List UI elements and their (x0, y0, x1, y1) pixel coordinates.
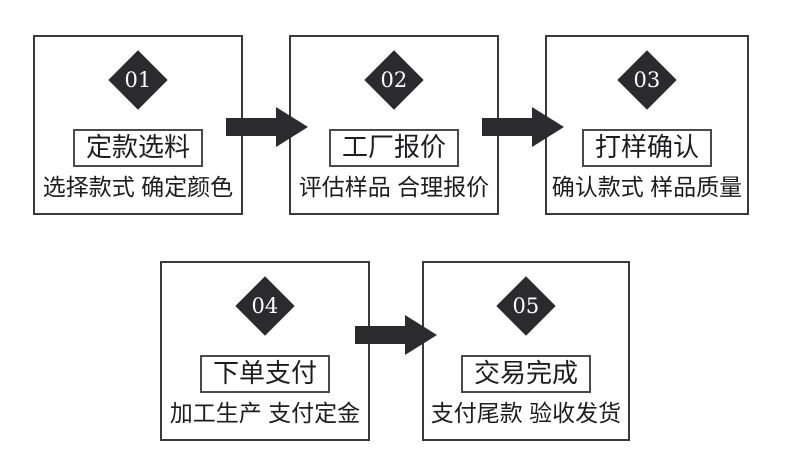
arrow-step-04-to-05 (355, 313, 437, 357)
step-box-01[interactable]: 01 定款选料 选择款式 确定颜色 (33, 35, 243, 215)
step-number-badge-02: 02 (364, 50, 424, 110)
step-number-label: 03 (633, 67, 661, 92)
arrow-step-02-to-03 (482, 105, 564, 149)
step-subtitle-03: 确认款式 样品质量 (551, 174, 743, 200)
step-subtitle-05: 支付尾款 验收发货 (430, 400, 622, 426)
step-title-container-05: 交易完成 (424, 355, 628, 394)
step-box-02[interactable]: 02 工厂报价 评估样品 合理报价 (289, 35, 499, 215)
step-title-01: 定款选料 (72, 129, 203, 168)
step-box-04[interactable]: 04 下单支付 加工生产 支付定金 (160, 261, 370, 441)
step-title-container-03: 打样确认 (547, 129, 747, 168)
step-number-badge-01: 01 (108, 50, 168, 110)
step-title-05: 交易完成 (460, 355, 591, 394)
step-number-label: 05 (512, 293, 540, 318)
step-subtitle-02: 评估样品 合理报价 (298, 174, 490, 200)
step-title-03: 打样确认 (581, 129, 712, 168)
step-title-container-04: 下单支付 (162, 355, 368, 394)
step-title-container-02: 工厂报价 (291, 129, 497, 168)
step-number-badge-04: 04 (235, 276, 295, 336)
step-title-04: 下单支付 (199, 355, 330, 394)
step-number-badge-05: 05 (496, 276, 556, 336)
step-number-label: 02 (380, 67, 408, 92)
step-subtitle-01: 选择款式 确定颜色 (42, 174, 234, 200)
arrow-step-01-to-02 (226, 105, 308, 149)
step-box-05[interactable]: 05 交易完成 支付尾款 验收发货 (422, 261, 630, 441)
step-number-badge-03: 03 (617, 50, 677, 110)
step-number-label: 04 (251, 293, 279, 318)
step-title-container-01: 定款选料 (35, 129, 241, 168)
step-title-02: 工厂报价 (328, 129, 459, 168)
step-box-03[interactable]: 03 打样确认 确认款式 样品质量 (545, 35, 749, 215)
step-number-label: 01 (124, 67, 152, 92)
step-subtitle-04: 加工生产 支付定金 (169, 400, 361, 426)
